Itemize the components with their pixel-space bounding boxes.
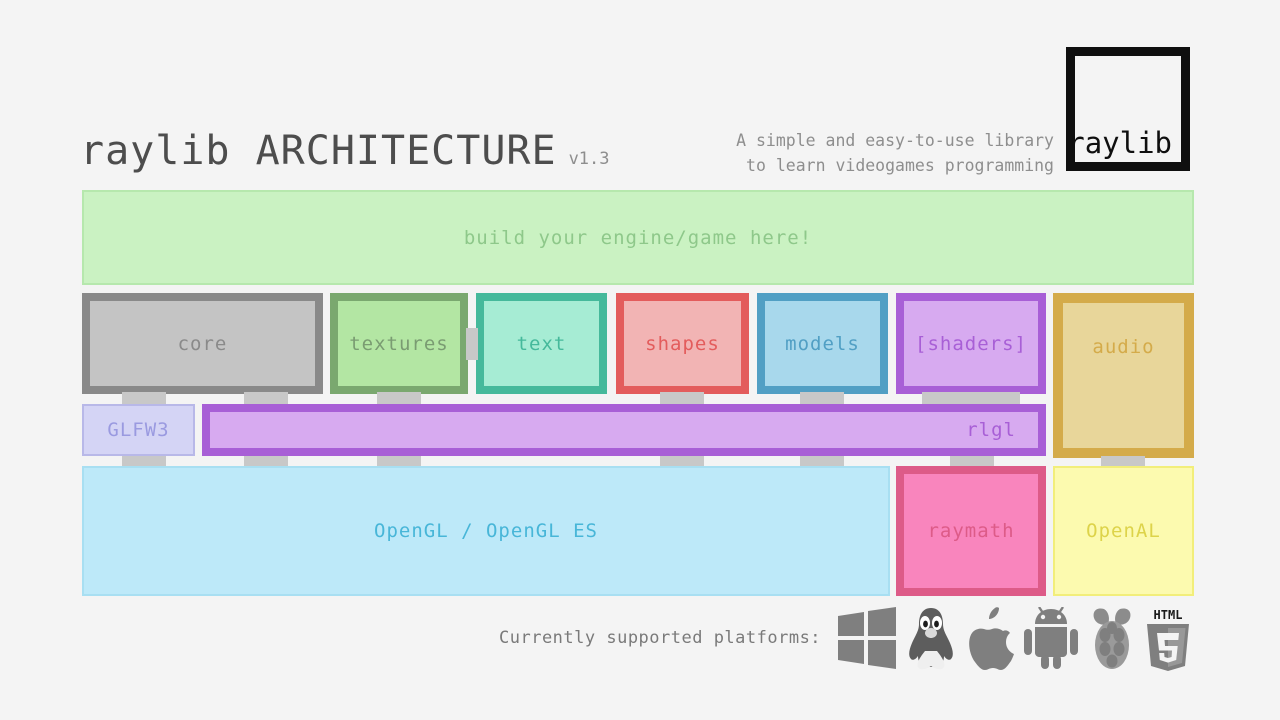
apple-icon	[962, 607, 1014, 671]
connector-core-rlgl	[244, 392, 288, 406]
page-title: raylib ARCHITECTURE v1.3	[80, 131, 610, 171]
version-label: v1.3	[568, 149, 610, 169]
module-core-label: core	[177, 332, 228, 355]
android-icon	[1024, 607, 1078, 669]
module-shaders-label: [shaders]	[915, 332, 1027, 355]
layer-rlgl[interactable]: rlgl	[202, 404, 1046, 456]
user-layer-label: build your engine/game here!	[463, 226, 813, 249]
connector-textures-text	[466, 328, 478, 360]
layer-rlgl-label: rlgl	[966, 419, 1016, 441]
module-shaders[interactable]: [shaders]	[896, 293, 1046, 394]
user-layer-box: build your engine/game here!	[82, 190, 1194, 285]
module-audio[interactable]: audio	[1053, 293, 1194, 458]
module-models[interactable]: models	[757, 293, 888, 394]
connector-textures-rlgl	[377, 392, 421, 406]
connector-models-rlgl	[800, 392, 844, 406]
layer-glfw3[interactable]: GLFW3	[82, 404, 195, 456]
module-textures-label: textures	[349, 332, 449, 355]
page-title-text: raylib ARCHITECTURE	[80, 128, 557, 174]
backend-openal[interactable]: OpenAL	[1053, 466, 1194, 596]
tagline-line-2: to learn videogames programming	[746, 156, 1054, 175]
connector-shapes-rlgl	[660, 392, 704, 406]
connector-shaders-rlgl	[922, 392, 1020, 406]
module-text-label: text	[516, 332, 567, 355]
module-shapes[interactable]: shapes	[616, 293, 749, 394]
backend-openal-label: OpenAL	[1086, 520, 1161, 542]
module-shapes-label: shapes	[645, 332, 720, 355]
layer-glfw3-label: GLFW3	[107, 419, 170, 441]
raylib-logo-text: raylib	[1067, 126, 1172, 160]
module-core[interactable]: core	[82, 293, 323, 394]
tagline: A simple and easy-to-use library to lear…	[736, 128, 1054, 178]
backend-raymath[interactable]: raymath	[896, 466, 1046, 596]
platforms-label: Currently supported platforms:	[499, 628, 822, 648]
windows-icon	[838, 607, 896, 669]
linux-tux-icon	[905, 607, 957, 671]
module-models-label: models	[785, 332, 860, 355]
raspberry-pi-icon	[1085, 607, 1139, 671]
backend-raymath-label: raymath	[927, 520, 1015, 542]
html5-icon: HTML	[1143, 607, 1193, 671]
backend-opengl[interactable]: OpenGL / OpenGL ES	[82, 466, 890, 596]
raylib-logo: raylib	[1066, 47, 1190, 171]
tagline-line-1: A simple and easy-to-use library	[736, 131, 1054, 150]
module-audio-label: audio	[1092, 336, 1155, 358]
backend-opengl-label: OpenGL / OpenGL ES	[374, 520, 598, 542]
connector-core-glfw3	[122, 392, 166, 406]
module-text[interactable]: text	[476, 293, 607, 394]
svg-text:HTML: HTML	[1154, 608, 1183, 622]
module-textures[interactable]: textures	[330, 293, 468, 394]
